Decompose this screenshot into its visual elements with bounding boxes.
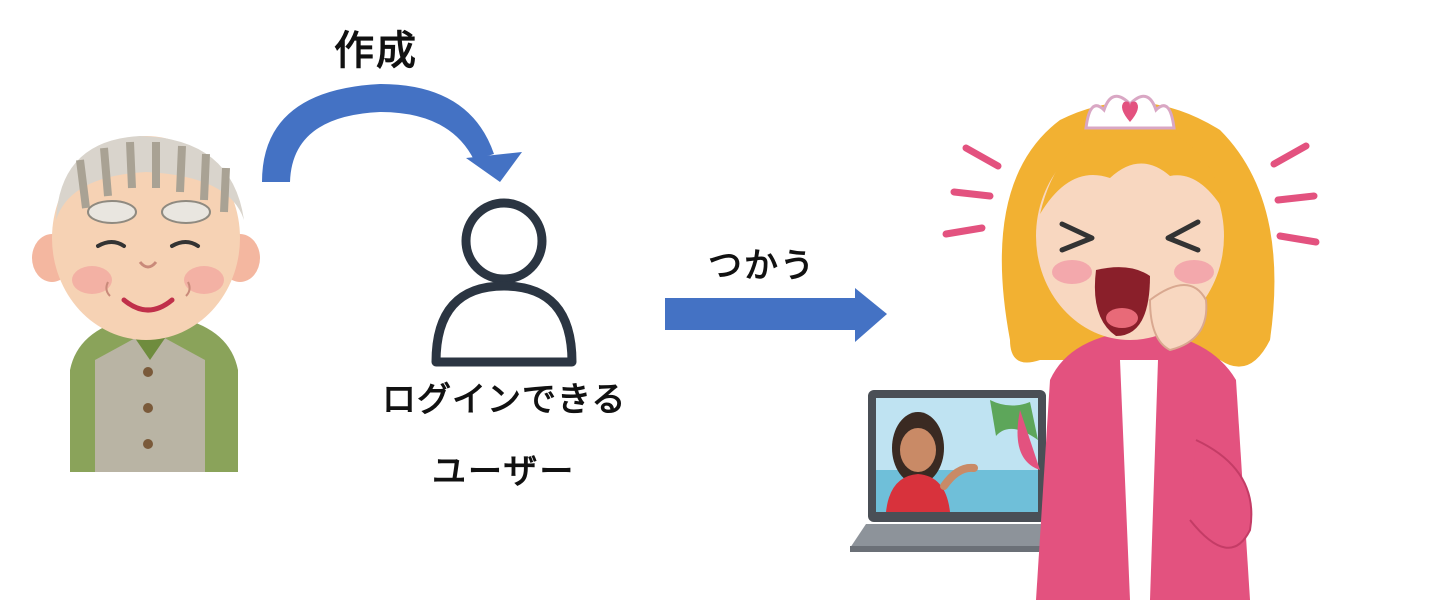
princess-icon: [942, 94, 1320, 600]
laptop-video-call-icon: [850, 390, 1064, 552]
elderly-man-icon: [32, 136, 260, 472]
straight-arrow-icon: [665, 288, 887, 342]
use-label: つかう: [708, 246, 816, 286]
create-label: 作成: [334, 28, 418, 74]
user-icon: [431, 198, 577, 367]
curved-arrow-icon: [262, 84, 522, 182]
login-user-label-line2: ユーザー: [432, 452, 576, 492]
login-user-label-line1: ログインできる: [382, 380, 627, 420]
